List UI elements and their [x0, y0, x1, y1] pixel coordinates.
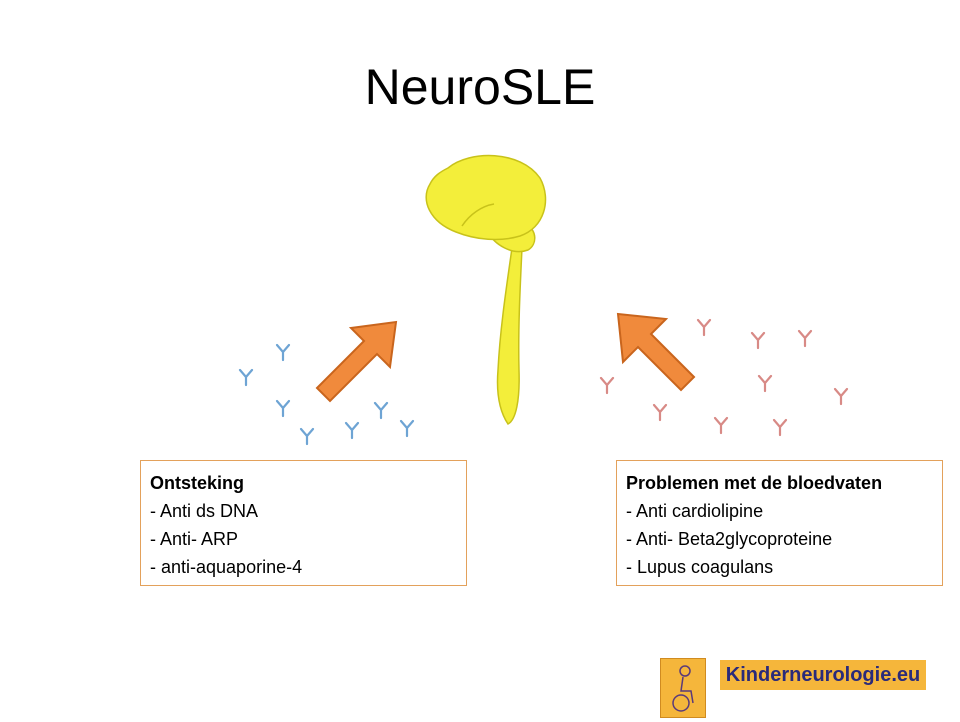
list-item: - Anti- ARP — [150, 529, 239, 549]
list-item: - anti-aquaporine-4 — [150, 557, 303, 577]
list-item: - Anti cardiolipine — [626, 501, 764, 521]
inflammation-heading: Ontsteking — [150, 473, 245, 493]
list-item: - Anti- Beta2glycoproteine — [626, 529, 833, 549]
antibody-icon — [238, 368, 254, 387]
antibody-icon — [399, 419, 415, 438]
blood-vessel-box: Problemen met de bloedvaten - Anti cardi… — [616, 460, 943, 586]
arrow-icon — [315, 320, 398, 403]
antibody-icon — [299, 427, 315, 446]
antibody-icon — [599, 376, 615, 395]
antibody-icon — [275, 343, 291, 362]
antibody-icon — [797, 329, 813, 348]
antibody-icon — [713, 416, 729, 435]
antibody-icon — [344, 421, 360, 440]
slide-title: NeuroSLE — [364, 59, 596, 115]
antibody-icon — [772, 418, 788, 437]
list-item: - Anti ds DNA — [150, 501, 259, 521]
antibody-icon — [757, 374, 773, 393]
antibody-icon — [696, 318, 712, 337]
list-item: - Lupus coagulans — [626, 557, 774, 577]
antibody-icon — [833, 387, 849, 406]
antibody-icon — [373, 401, 389, 420]
inflammation-box: Ontsteking - Anti ds DNA - Anti- ARP - a… — [140, 460, 467, 586]
blood-vessel-heading: Problemen met de bloedvaten — [626, 473, 883, 493]
antibody-icon — [750, 331, 766, 350]
arrow-icon — [616, 312, 696, 392]
brain-illustration — [425, 154, 547, 425]
antibody-icon — [652, 403, 668, 422]
logo-text: Kinderneurologie.eu — [720, 660, 926, 690]
wheelchair-logo-icon — [660, 658, 706, 718]
antibody-icon — [275, 399, 291, 418]
